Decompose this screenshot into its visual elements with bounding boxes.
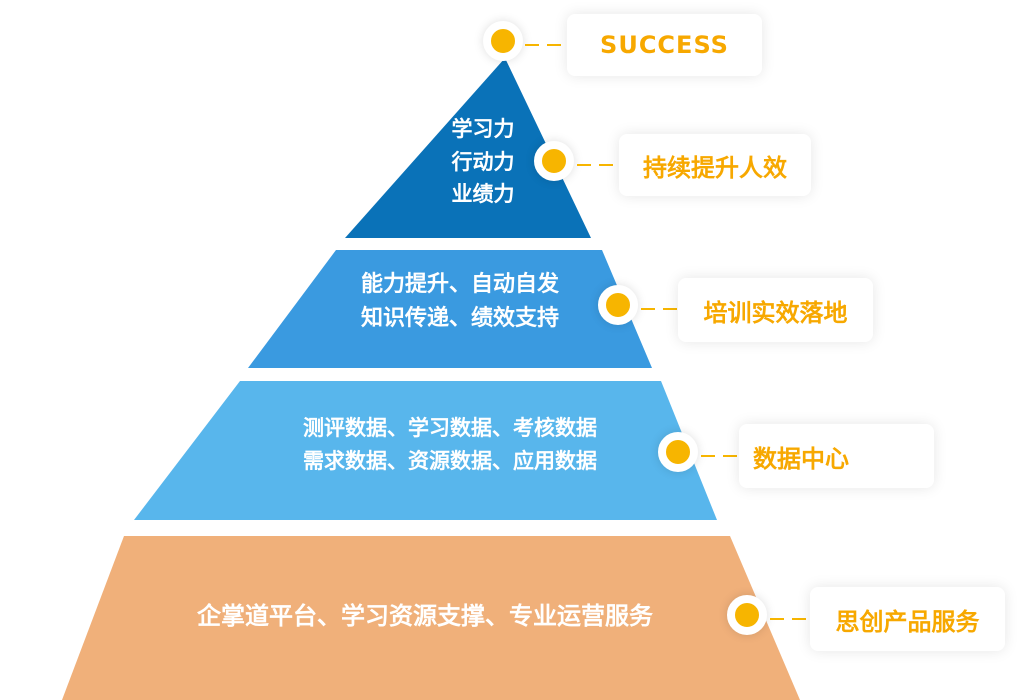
tier3-connector-line <box>701 455 737 457</box>
label-tier3: 数据中心 <box>739 424 934 488</box>
tier-top-line-2: 行动力 <box>451 149 515 174</box>
pyramid-tier-base <box>62 536 800 700</box>
label-tier2: 培训实效落地 <box>678 278 873 342</box>
label-tier1: 持续提升人效 <box>619 134 811 196</box>
apex-connector-dot <box>483 21 523 61</box>
tier4-connector-line <box>770 618 808 620</box>
tier-base-text: 企掌道平台、学习资源支撑、专业运营服务 <box>120 598 730 635</box>
tier-third-text: 测评数据、学习数据、考核数据 需求数据、资源数据、应用数据 <box>245 412 655 477</box>
pyramid-tier-third <box>134 381 717 520</box>
label-success: SUCCESS <box>567 14 762 76</box>
tier-second-text: 能力提升、自动自发 知识传递、绩效支持 <box>310 268 610 336</box>
apex-connector-line <box>525 44 565 46</box>
tier-third-line-1: 测评数据、学习数据、考核数据 <box>303 416 597 440</box>
tier1-connector-line <box>577 164 617 166</box>
tier4-connector-dot <box>727 595 767 635</box>
tier-top-line-1: 学习力 <box>451 117 515 141</box>
pyramid-tier-top <box>345 58 591 238</box>
pyramid-tier-second <box>248 250 652 368</box>
label-tier4: 思创产品服务 <box>810 587 1005 651</box>
tier-second-line-2: 知识传递、绩效支持 <box>360 306 559 332</box>
tier-second-line-1: 能力提升、自动自发 <box>360 272 559 297</box>
tier-base-line-1: 企掌道平台、学习资源支撑、专业运营服务 <box>197 602 653 630</box>
tier2-connector-dot <box>598 285 638 325</box>
tier3-connector-dot <box>658 432 698 472</box>
tier-third-line-2: 需求数据、资源数据、应用数据 <box>303 448 597 473</box>
tier-top-text: 学习力 行动力 业绩力 <box>403 113 563 211</box>
tier-top-line-3: 业绩力 <box>451 182 515 207</box>
tier1-connector-dot <box>534 141 574 181</box>
tier2-connector-line <box>641 308 677 310</box>
